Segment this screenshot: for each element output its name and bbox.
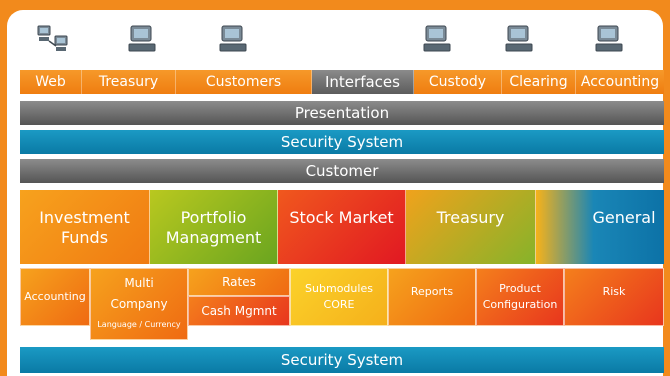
client-icons-row xyxy=(0,24,670,60)
channel-tabs: Web Treasury Customers Interfaces Custod… xyxy=(20,70,664,94)
submodule-accounting: Accounting xyxy=(20,268,90,326)
computer-icon xyxy=(420,24,456,56)
tab-interfaces[interactable]: Interfaces xyxy=(312,70,414,94)
tab-customers[interactable]: Customers xyxy=(176,70,312,94)
computer-icon xyxy=(216,24,252,56)
network-computers-icon xyxy=(35,24,71,56)
submodule-product-configuration: Product Configuration xyxy=(476,268,564,326)
tab-treasury[interactable]: Treasury xyxy=(82,70,176,94)
tab-web[interactable]: Web xyxy=(20,70,82,94)
submodule-reports: Reports xyxy=(388,268,476,326)
customer-layer: Customer xyxy=(20,159,664,183)
computer-icon xyxy=(125,24,161,56)
tab-clearing[interactable]: Clearing xyxy=(502,70,576,94)
tab-custody[interactable]: Custody xyxy=(414,70,502,94)
submodule-risk: Risk xyxy=(564,268,664,326)
security-system-layer-top: Security System xyxy=(20,130,664,154)
computer-icon xyxy=(592,24,628,56)
submodule-core: Submodules CORE xyxy=(290,268,388,326)
module-stock-market: Stock Market xyxy=(278,190,406,264)
presentation-layer: Presentation xyxy=(20,101,664,125)
security-system-layer-bottom: Security System xyxy=(20,347,664,373)
submodule-cash-mgmt: Cash Mgmnt xyxy=(188,296,290,326)
submodule-rates: Rates xyxy=(188,268,290,296)
module-general: General xyxy=(536,190,664,264)
computer-icon xyxy=(502,24,538,56)
module-treasury: Treasury xyxy=(406,190,536,264)
submodule-multi-company: Multi Company Language / Currency xyxy=(90,268,188,340)
tab-accounting[interactable]: Accounting xyxy=(576,70,664,94)
